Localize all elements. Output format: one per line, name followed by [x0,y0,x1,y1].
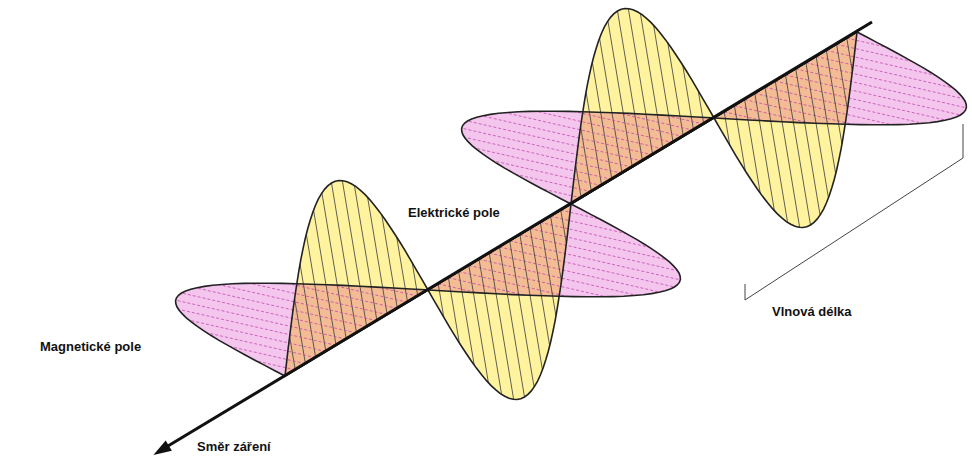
electric-hatch [765,87,788,222]
magnetic-hatch [500,247,675,287]
magnetic-hatch [530,229,667,260]
magnetic-hatch [196,288,367,327]
magnetic-hatch [250,283,387,314]
wavelength-label: Vlnová délka [772,304,851,319]
direction-label: Směr záření [197,439,271,454]
electric-hatch [520,235,543,370]
electric-outline [571,9,714,205]
magnetic-field-label: Magnetické pole [40,339,141,354]
magnetic-hatch [229,346,305,363]
electric-hatch [306,234,326,351]
electric-hatch [786,75,811,225]
electric-hatch [290,336,296,369]
magnetic-hatch [542,189,581,198]
electric-outline [714,32,857,228]
magnetic-outline [714,32,966,125]
magnetic-hatch [176,300,347,339]
electric-hatch [500,247,525,397]
magnetic-hatch [816,57,953,88]
electric-hatch [510,241,534,387]
electric-hatch [479,259,502,394]
direction-line [158,22,872,452]
electric-hatch [368,197,388,314]
electric-hatch [592,62,612,179]
electric-hatch [806,63,829,198]
electric-hatch [775,81,799,227]
wavelength-bracket [745,124,963,300]
electric-hatch [654,25,674,142]
magnetic-hatch [847,38,886,47]
magnetic-hatch [475,148,612,179]
magnetic-hatch [536,111,673,142]
electric-hatch [332,183,357,333]
electric-hatch [600,38,623,173]
magnetic-hatch [256,361,295,370]
electric-hatch [561,210,567,243]
magnetic-hatch [468,121,643,161]
electric-hatch [530,229,550,346]
electric-lobe [571,9,714,205]
magnetic-hatch [786,75,961,115]
electric-hatch [354,186,377,321]
electric-outline [428,204,571,400]
electric-hatch [576,164,582,197]
electric-hatch [816,57,836,174]
direction-axis [153,22,872,455]
direction-arrowhead [153,441,172,455]
electric-hatch [551,216,562,281]
electric-hatch [489,253,513,399]
electric-hatch [382,215,398,309]
magnetic-outline [462,111,714,204]
magnetic-hatch [482,116,653,155]
magnetic-hatch [561,210,600,219]
electric-hatch [847,38,853,71]
electric-hatch [314,210,337,345]
electric-hatch [837,44,848,109]
electric-hatch [640,14,663,149]
magnetic-hatch [462,128,633,167]
magnetic-hatch [182,293,357,333]
electric-hatch [796,69,820,215]
electric-field-label: Elektrické pole [405,205,503,220]
electric-lobe [428,204,571,400]
magnetic-hatch [189,320,326,351]
electric-hatch [668,43,684,137]
magnetic-hatch [515,174,591,191]
electric-hatch [618,11,643,161]
magnetic-outline [176,283,428,376]
electric-hatch [755,93,775,210]
electric-lobe [714,32,857,228]
electric-hatch [469,265,489,382]
